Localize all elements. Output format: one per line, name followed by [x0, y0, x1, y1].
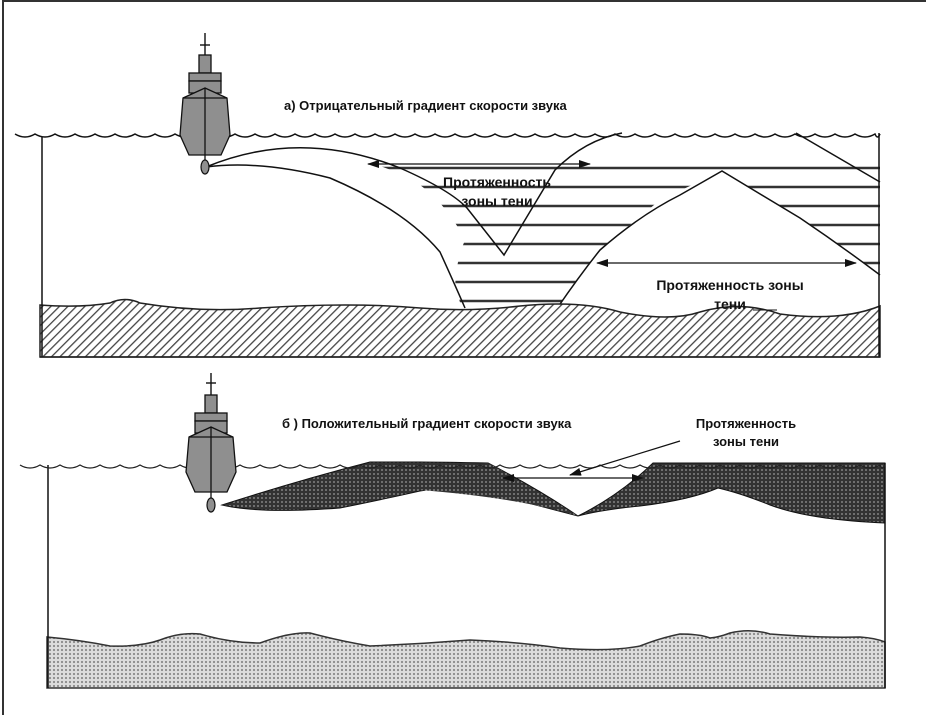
sonar-transducer-icon [206, 497, 216, 513]
panel-b-title: б ) Положительный градиент скорости звук… [282, 416, 572, 431]
panel-b-seabed [46, 630, 886, 689]
panel-b-sound-zone-2 [577, 462, 886, 524]
sonar-transducer-icon [200, 159, 210, 175]
panel-a: а) Отрицательный градиент скорости звука… [14, 33, 881, 358]
panel-a-far-illuminated-zone [558, 171, 880, 310]
panel-b: б ) Положительный градиент скорости звук… [19, 373, 886, 689]
panel-a-title: а) Отрицательный градиент скорости звука [284, 98, 568, 113]
panel-b-label-pointer [569, 440, 681, 476]
panel-b-label-line-2: зоны тени [713, 434, 779, 449]
panel-a-label-2-line-1: Протяженность зоны [656, 277, 803, 293]
panel-b-sea-surface [19, 464, 886, 469]
panel-a-seabed [39, 298, 881, 358]
panel-a-sea-surface [14, 132, 881, 138]
panel-a-rays [205, 132, 881, 309]
panel-a-label-1-line-2: зоны тени [461, 193, 532, 209]
panel-a-label-2-line-2: тени [714, 296, 746, 312]
panel-b-label-line-1: Протяженность [696, 416, 796, 431]
panel-b-sound-zone-1b [222, 463, 578, 516]
ship-icon [179, 33, 231, 175]
ship-icon [185, 373, 237, 513]
panel-a-label-1-line-1: Протяженность [443, 174, 551, 190]
